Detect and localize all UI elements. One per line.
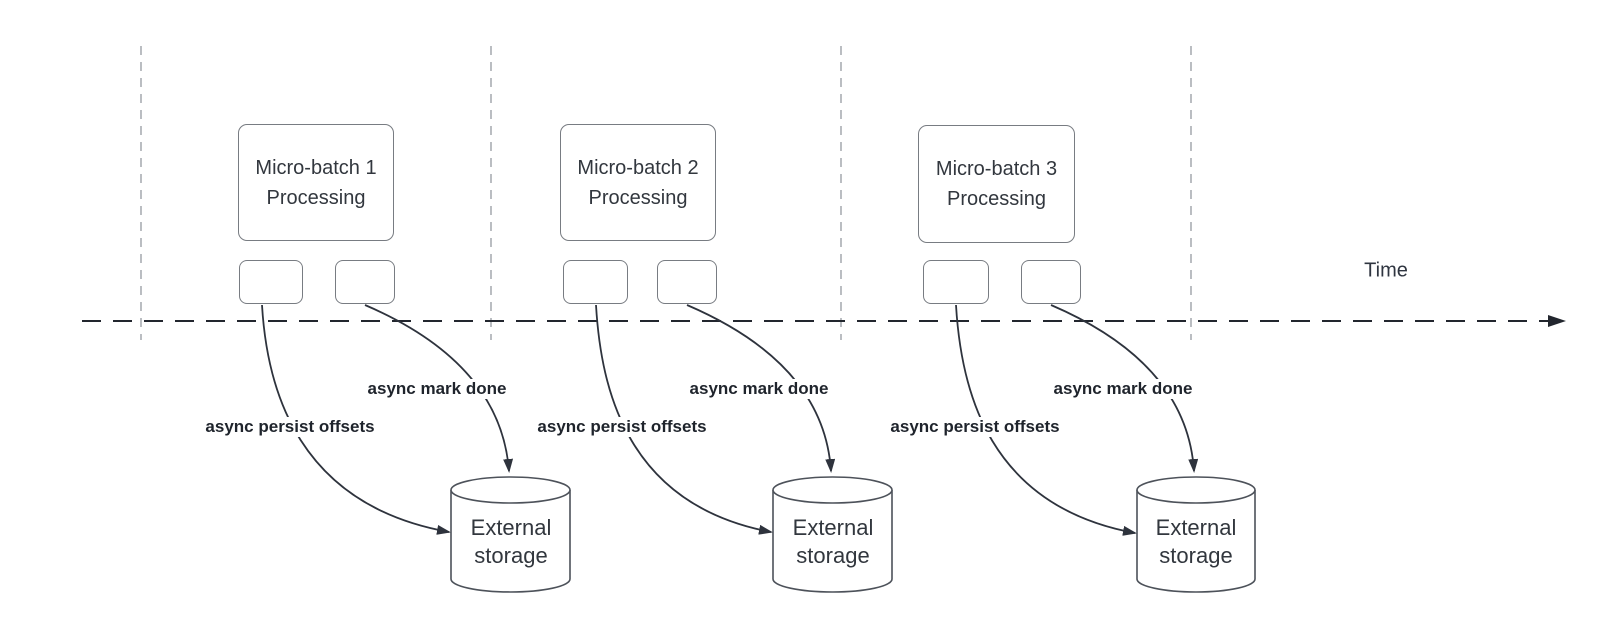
async-mark-done-label-1: async mark done [364, 379, 510, 399]
micro-batch-2-title-line2: Processing [588, 186, 688, 209]
external-storage-label-3-line2: storage [1159, 543, 1233, 568]
async-mark-done-arrow-1 [364, 304, 514, 473]
mark-done-task-box-2 [657, 260, 717, 304]
async-persist-offsets-label-1: async persist offsets [202, 417, 378, 437]
micro-batch-1-title-line2: Processing [266, 186, 366, 209]
external-storage-label-2: External storage [793, 514, 874, 570]
micro-batch-1-title-line1: Micro-batch 1 [255, 156, 377, 179]
mark-done-task-box-3 [1021, 260, 1081, 304]
external-storage-label-3-line1: External [1155, 515, 1237, 540]
mark-done-task-box-1 [335, 260, 395, 304]
external-storage-label-2-line1: External [792, 515, 874, 540]
external-storage-label-1-line1: External [470, 515, 552, 540]
external-storage-label-3: External storage [1156, 514, 1237, 570]
async-mark-done-arrow-3 [1050, 304, 1199, 473]
async-mark-done-label-3: async mark done [1050, 379, 1196, 399]
external-storage-cylinder-1 [450, 476, 571, 593]
persist-offsets-task-box-2 [563, 260, 628, 304]
async-persist-offsets-arrow-1 [261, 304, 451, 535]
micro-batch-2-title-line1: Micro-batch 2 [577, 156, 699, 179]
micro-batch-3-title-line1: Micro-batch 3 [935, 158, 1058, 180]
async-persist-offsets-label-3: async persist offsets [887, 417, 1063, 437]
micro-batch-2-processing-box: Micro-batch 2 Processing [560, 124, 716, 241]
external-storage-label-1: External storage [471, 514, 552, 570]
external-storage-label-2-line2: storage [796, 543, 870, 568]
external-storage-label-1-line2: storage [474, 543, 548, 568]
external-storage-cylinder-2 [772, 476, 893, 593]
async-mark-done-label-2: async mark done [686, 379, 832, 399]
external-storage-cylinder-3 [1136, 476, 1256, 593]
micro-batch-1-processing-box: Micro-batch 1 Processing [238, 124, 394, 241]
async-persist-offsets-arrow-2 [595, 304, 773, 535]
persist-offsets-task-box-3 [923, 260, 989, 304]
micro-batch-3-processing-box: Micro-batch 3 Processing [918, 125, 1075, 243]
persist-offsets-task-box-1 [239, 260, 303, 304]
async-persist-offsets-label-2: async persist offsets [534, 417, 710, 437]
async-mark-done-arrow-2 [686, 304, 836, 473]
async-persist-offsets-arrow-3 [955, 304, 1137, 536]
micro-batch-3-title-line2: Processing [947, 188, 1046, 210]
time-axis-label: Time [1364, 259, 1408, 282]
